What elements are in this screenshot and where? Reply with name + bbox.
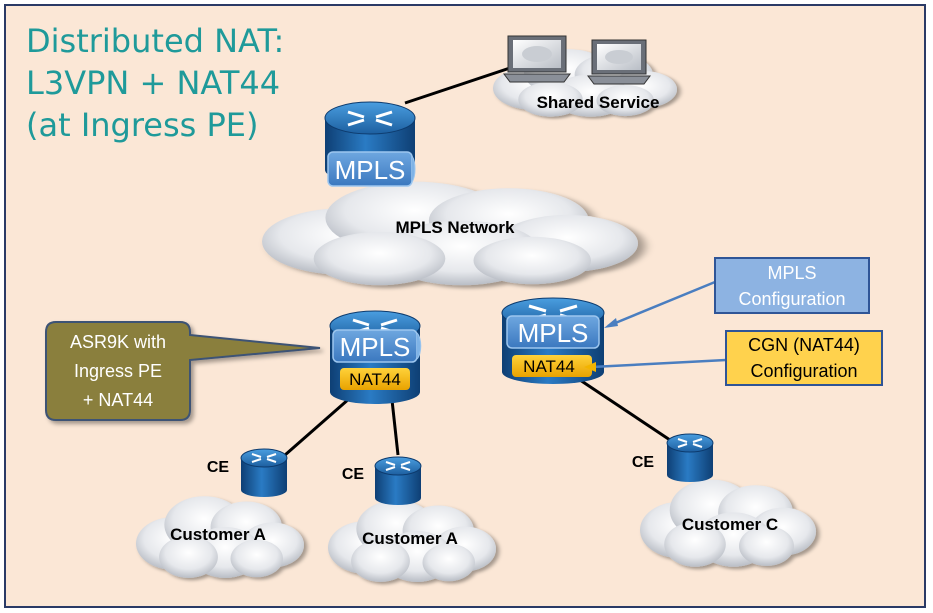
shared-service-label: Shared Service [537, 93, 660, 112]
nat44-badge: NAT44 [340, 368, 410, 390]
link-left-ce1 [284, 396, 351, 457]
mpls-badge-text: MPLS [340, 332, 411, 362]
mpls-badge: MPLS [332, 329, 422, 363]
mpls-config-callout: MPLS Configuration [604, 257, 870, 328]
diagram-title: Distributed NAT: L3VPN + NAT44 (at Ingre… [26, 22, 284, 144]
cgn-config-line-2: Configuration [750, 361, 857, 381]
link-top-shared [404, 66, 511, 105]
asr9k-line-2: Ingress PE [74, 361, 162, 381]
nat44-badge-text: NAT44 [523, 357, 575, 376]
nat44-badge: NAT44 [512, 355, 592, 377]
left-pe-router: MPLS NAT44 [329, 310, 422, 404]
customer-c-label: Customer C [682, 515, 778, 534]
mpls-badge-text: MPLS [518, 318, 589, 348]
asr9k-callout-text: ASR9K with Ingress PE + NAT44 [70, 332, 166, 410]
mpls-config-line-2: Configuration [738, 289, 845, 309]
title-line-1: Distributed NAT: [26, 22, 284, 60]
customer-a-label-1: Customer A [170, 525, 266, 544]
link-left-ce2 [390, 399, 400, 456]
asr9k-callout [45, 321, 321, 421]
nat44-badge-text: NAT44 [349, 370, 401, 389]
ce-label-3: CE [632, 454, 655, 471]
link-right-ce3 [579, 378, 671, 442]
cgn-config-line-1: CGN (NAT44) [748, 335, 860, 355]
workstation-icon [587, 39, 651, 85]
cgn-config-callout: CGN (NAT44) Configuration [584, 330, 883, 386]
mpls-config-line-1: MPLS [767, 263, 816, 283]
router-arrows-icon [251, 453, 277, 463]
mpls-badge: MPLS [327, 151, 416, 187]
ce-label-2: CE [342, 466, 365, 483]
asr9k-line-3: + NAT44 [83, 390, 153, 410]
workstation-icon [503, 35, 571, 83]
ce-router-3 [666, 433, 714, 482]
top-pe-router: MPLS [324, 101, 416, 187]
ce-router-1 [240, 448, 288, 497]
customer-a-label-2: Customer A [362, 529, 458, 548]
title-line-3: (at Ingress PE) [26, 106, 259, 144]
ce-router-2 [374, 456, 422, 505]
mpls-network-label: MPLS Network [395, 218, 515, 237]
mpls-badge: MPLS [506, 315, 600, 349]
router-arrows-icon [385, 461, 411, 471]
ce-label-1: CE [207, 459, 230, 476]
connection-lines [284, 66, 671, 457]
right-pe-router: MPLS NAT44 [501, 297, 605, 384]
mpls-badge-text: MPLS [335, 155, 406, 185]
title-line-2: L3VPN + NAT44 [26, 64, 280, 102]
router-arrows-icon [677, 438, 703, 448]
asr9k-line-1: ASR9K with [70, 332, 166, 352]
router-arrows-icon [347, 110, 393, 127]
